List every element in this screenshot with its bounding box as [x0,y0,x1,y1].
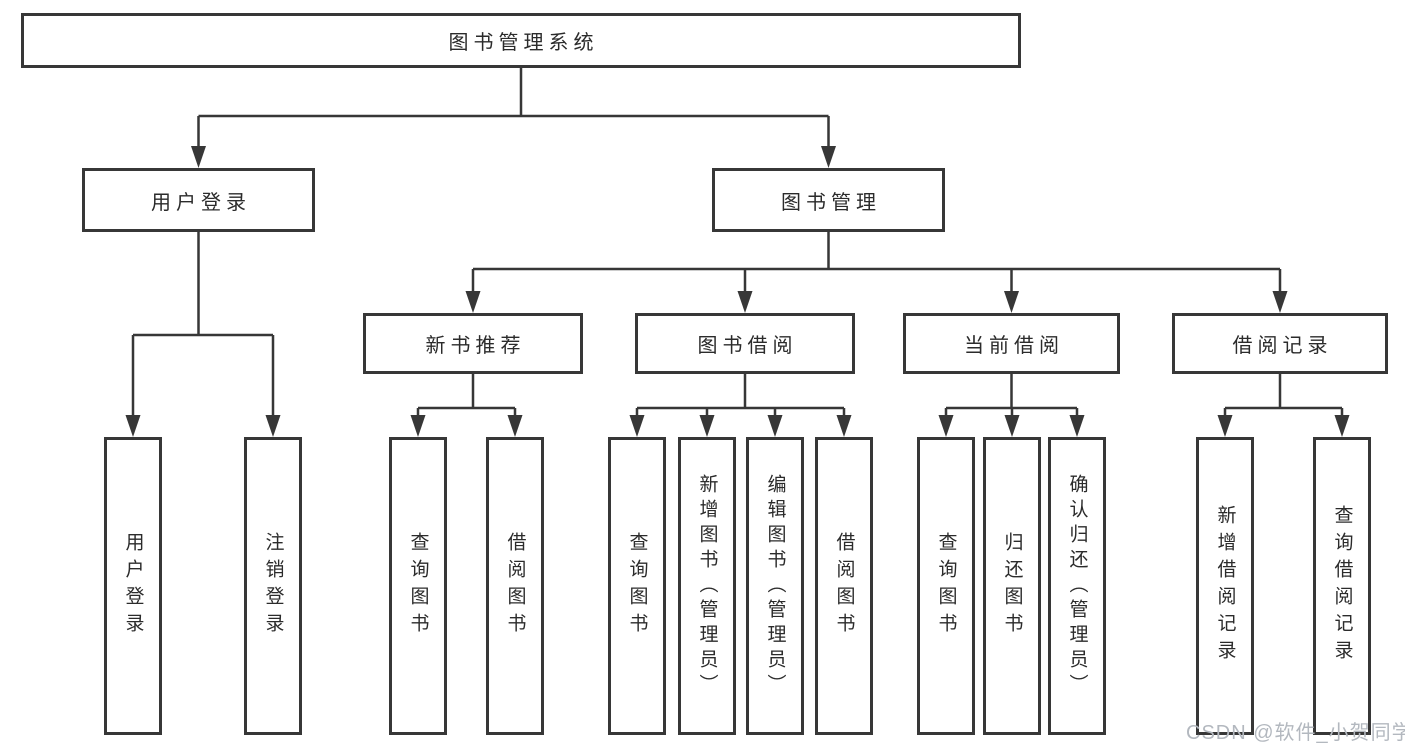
leaf-user-login: 用户登录 [104,437,162,735]
arrow-icon [1004,415,1020,437]
connector-root-to-level2 [197,68,830,150]
arrow-icon [629,415,645,437]
arrow-icon [465,291,481,313]
connector-borrow-to-leaves [635,374,846,418]
leaf-query-books-current: 查询图书 [917,437,975,735]
leaf-confirm-return-admin: 确认归还（管理员） [1048,437,1106,735]
connector-bookmgmt-to-level3 [471,232,1282,294]
leaf-edit-book-admin: 编辑图书（管理员） [746,437,804,735]
arrow-icon [265,415,281,437]
arrow-icon [1217,415,1233,437]
leaf-borrow-books-recommend: 借阅图书 [486,437,544,735]
node-root: 图书管理系统 [21,13,1021,68]
leaf-borrow-books: 借阅图书 [815,437,873,735]
connector-login-to-leaves [131,232,275,418]
leaf-return-books: 归还图书 [983,437,1041,735]
node-new-book-recommend: 新书推荐 [363,313,583,374]
arrow-icon [1272,291,1288,313]
arrow-icon [410,415,426,437]
leaf-logout: 注销登录 [244,437,302,735]
arrow-icon [1069,415,1085,437]
leaf-add-borrow-record: 新增借阅记录 [1196,437,1254,735]
arrow-icon [767,415,783,437]
connector-records-to-leaves [1223,374,1344,418]
node-borrow-records: 借阅记录 [1172,313,1388,374]
arrow-icon [938,415,954,437]
arrow-icon [1334,415,1350,437]
leaf-query-books-borrow: 查询图书 [608,437,666,735]
arrow-icon [125,415,141,437]
arrow-icon [836,415,852,437]
node-current-borrow: 当前借阅 [903,313,1120,374]
node-book-management: 图书管理 [712,168,945,232]
watermark: CSDN @软件_小贺同学 [1186,722,1405,744]
connector-recommend-to-leaves [416,374,517,418]
arrow-icon [191,146,206,168]
leaf-add-book-admin: 新增图书（管理员） [678,437,736,735]
leaf-query-books-recommend: 查询图书 [389,437,447,735]
node-book-borrow: 图书借阅 [635,313,855,374]
arrow-icon [821,146,836,168]
arrow-icon [699,415,715,437]
arrow-icon [1004,291,1019,313]
arrowheads [125,146,1350,437]
arrow-icon [507,415,523,437]
connector-current-to-leaves [944,374,1079,418]
arrow-icon [737,291,753,313]
node-user-login: 用户登录 [82,168,315,232]
leaf-query-borrow-record: 查询借阅记录 [1313,437,1371,735]
